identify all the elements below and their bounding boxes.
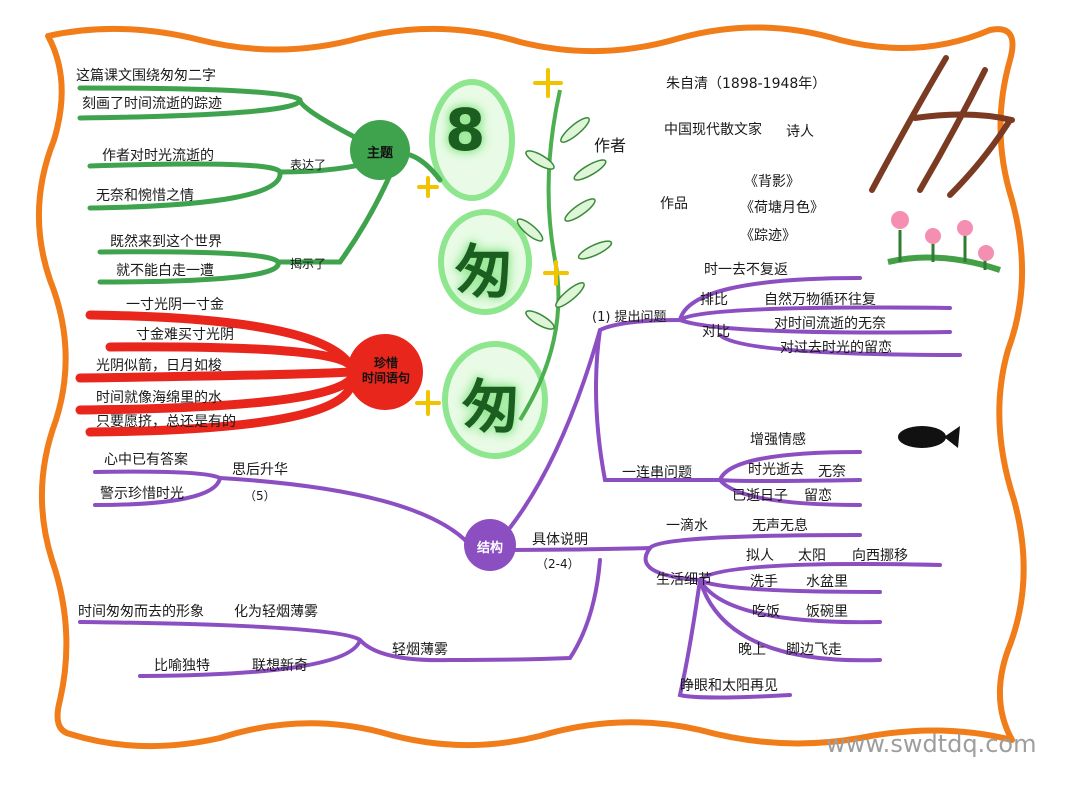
q1-item-4: 对比	[702, 324, 730, 340]
treasure-line-5: 只要愿挤，总还是有的	[96, 414, 236, 430]
willow-branch	[518, 89, 562, 422]
structure-label: 结构	[476, 541, 503, 556]
fish-icon	[898, 426, 960, 448]
sun-desc: 向西挪移	[852, 548, 908, 564]
wavy-border	[35, 24, 1027, 750]
series-label: 一连串问题	[622, 465, 692, 481]
smoke-label: 轻烟薄雾	[392, 642, 448, 658]
express-line-2: 无奈和惋惜之情	[96, 188, 194, 204]
series-item-4: 已逝日子	[732, 488, 788, 504]
think-line-1: 心中已有答案	[104, 452, 188, 468]
title-char-2: 匆	[462, 373, 521, 441]
express-line-1: 作者对时光流逝的	[102, 148, 214, 164]
treasure-label: 珍惜 时间语句	[350, 356, 422, 386]
wash: 洗手	[750, 574, 778, 590]
wash-desc: 水盆里	[806, 574, 848, 590]
detail-range: （2-4）	[536, 557, 580, 571]
q1-item-1: 时一去不复返	[704, 262, 788, 278]
reveal-label: 揭示了	[290, 257, 327, 271]
title-glow-char1	[438, 209, 532, 315]
life-label: 生活细节	[656, 572, 712, 588]
title-number: 8	[445, 96, 486, 164]
think-label: 思后升华	[232, 462, 288, 478]
willow-leaves	[516, 117, 613, 330]
personify: 拟人	[746, 548, 774, 564]
theme-line-1: 这篇课文围绕匆匆二字	[76, 68, 216, 84]
author-desc-a: 中国现代散文家	[664, 122, 762, 138]
title-glow-number	[429, 79, 515, 201]
smoke-line-3: 比喻独特	[154, 658, 210, 674]
structure-node	[464, 519, 516, 571]
q1-item-3: 自然万物循环往复	[764, 292, 876, 308]
author-name: 朱自清（1898-1948年）	[666, 76, 827, 92]
treasure-label-line-2: 时间语句	[361, 371, 410, 385]
theme-line-2: 刻画了时间流逝的踪迹	[82, 96, 222, 112]
smoke-line-2: 化为轻烟薄雾	[234, 604, 318, 620]
treasure-node	[347, 334, 423, 410]
night: 晚上	[738, 642, 766, 658]
work-3: 《踪迹》	[740, 228, 796, 244]
work-1: 《背影》	[744, 174, 800, 190]
think-range: （5）	[244, 489, 276, 503]
blink: 睁眼和太阳再见	[680, 678, 778, 694]
series-item-2: 时光逝去	[748, 462, 804, 478]
q1-item-6: 对过去时光的留恋	[780, 340, 892, 356]
treasure-line-4: 时间就像海绵里的水	[96, 390, 222, 406]
drop-label: 一滴水	[666, 518, 708, 534]
watermark: www.swdtdq.com	[826, 730, 1037, 758]
theme-label: 主题	[366, 146, 393, 161]
series-item-5: 留恋	[804, 488, 832, 504]
series-item-1: 增强情感	[750, 432, 806, 448]
sun: 太阳	[798, 548, 826, 564]
author-desc-b: 诗人	[786, 124, 814, 140]
detail-label: 具体说明	[532, 532, 588, 548]
eat-desc: 饭碗里	[806, 604, 848, 620]
works-label: 作品	[660, 196, 688, 212]
smoke-line-4: 联想新奇	[252, 658, 308, 674]
title-glow-char2	[442, 341, 548, 459]
treasure-line-1: 一寸光阴一寸金	[126, 297, 224, 313]
series-item-3: 无奈	[818, 464, 846, 480]
smoke-line-1: 时间匆匆而去的形象	[78, 604, 204, 620]
treasure-label-line-1: 珍惜	[373, 356, 398, 370]
sparkle-icons	[415, 68, 569, 416]
tree-branch-icon	[869, 55, 1015, 198]
express-label: 表达了	[290, 158, 327, 172]
reveal-line-1: 既然来到这个世界	[110, 234, 222, 250]
drop-desc: 无声无息	[752, 518, 808, 534]
q1-item-5: 对时间流逝的无奈	[774, 316, 886, 332]
reveal-line-2: 就不能白走一遭	[116, 263, 214, 279]
title-char-1: 匆	[455, 238, 514, 306]
think-line-2: 警示珍惜时光	[100, 486, 184, 502]
q1-item-2: 排比	[700, 292, 728, 308]
treasure-branches	[75, 310, 355, 437]
flower-icons	[887, 211, 1001, 273]
theme-node	[350, 120, 410, 180]
work-2: 《荷塘月色》	[740, 200, 824, 216]
theme-branches	[77, 85, 443, 285]
author-label: 作者	[594, 136, 627, 155]
q1-label: (1) 提出问题	[592, 310, 667, 325]
night-desc: 脚边飞走	[786, 642, 842, 658]
structure-branches	[78, 276, 962, 700]
treasure-line-2: 寸金难买寸光阴	[136, 327, 234, 343]
treasure-line-3: 光阴似箭，日月如梭	[96, 358, 222, 374]
eat: 吃饭	[752, 604, 780, 620]
